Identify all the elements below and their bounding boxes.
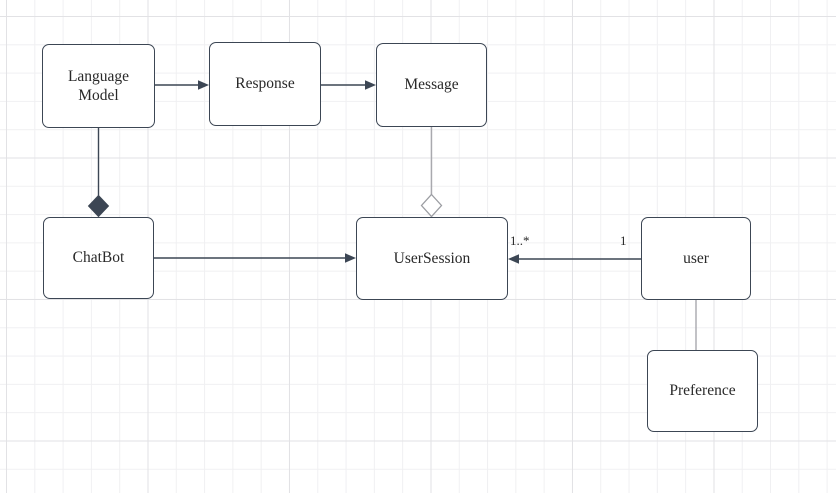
node-user-session[interactable]: UserSession — [356, 217, 508, 300]
multiplicity-label-source[interactable]: 1 — [620, 233, 627, 248]
edge-chatbot-usersession[interactable] — [154, 253, 356, 263]
node-user[interactable]: user — [641, 217, 751, 300]
multiplicity-label-target[interactable]: 1..* — [510, 233, 530, 248]
arrowhead-icon — [345, 253, 356, 263]
node-language-model[interactable]: Language Model — [42, 44, 155, 128]
node-label: Message — [404, 76, 459, 94]
arrowhead-icon — [198, 80, 209, 90]
node-label: Language Model — [67, 67, 130, 104]
arrowhead-icon — [365, 80, 376, 90]
node-label: Response — [235, 75, 295, 93]
edge-languagemodel-response[interactable] — [155, 80, 209, 90]
node-label: user — [683, 249, 709, 267]
filled-diamond-icon — [87, 194, 110, 218]
node-response[interactable]: Response — [209, 42, 321, 126]
node-label: UserSession — [393, 249, 471, 267]
edge-response-message[interactable] — [321, 80, 376, 90]
node-message[interactable]: Message — [376, 43, 487, 127]
node-chatbot[interactable]: ChatBot — [43, 217, 154, 299]
node-preference[interactable]: Preference — [647, 350, 758, 432]
hollow-diamond-icon — [420, 193, 443, 218]
arrowhead-icon — [508, 254, 519, 264]
node-label: ChatBot — [72, 249, 125, 267]
edge-user-usersession[interactable] — [508, 254, 641, 264]
edge-languagemodel-chatbot[interactable] — [87, 128, 110, 218]
edge-message-usersession[interactable] — [420, 127, 443, 218]
node-label: Preference — [669, 382, 736, 400]
